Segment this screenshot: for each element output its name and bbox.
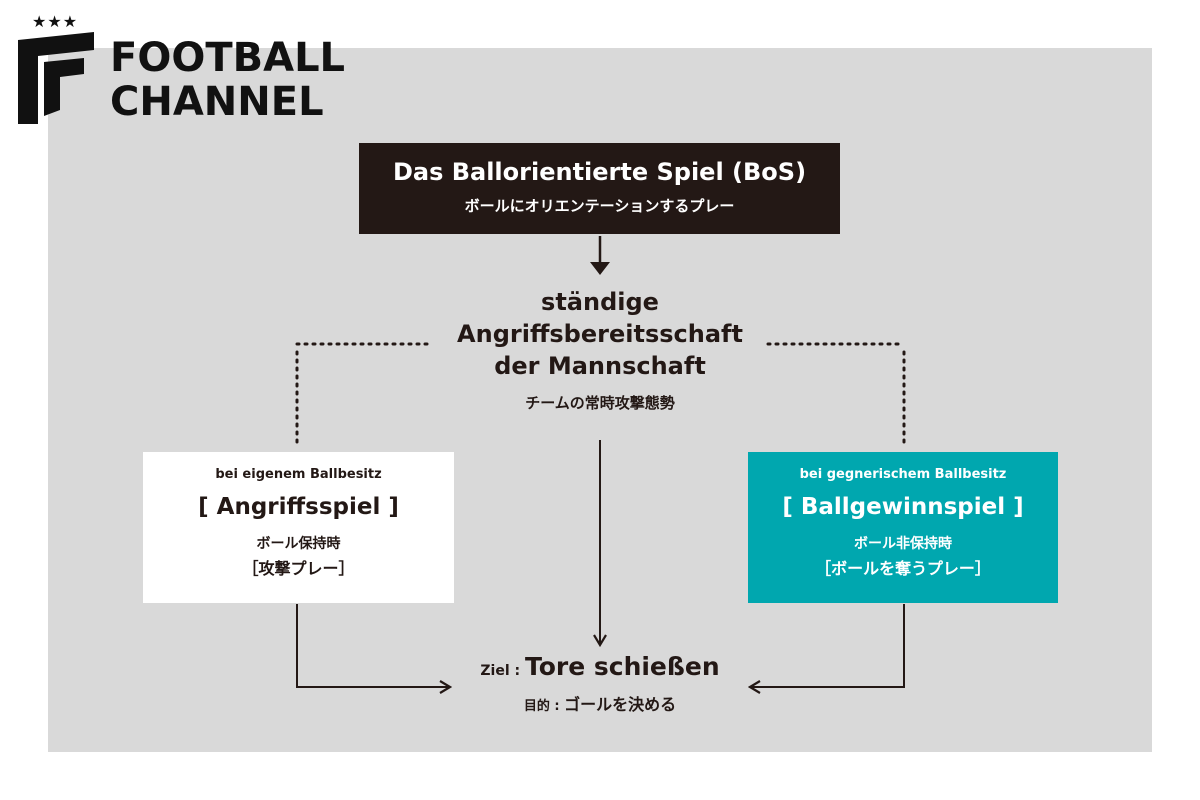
right-box-title: [ Ballgewinnspiel ] <box>782 494 1024 520</box>
top-box-title: Das Ballorientierte Spiel (BoS) <box>392 158 807 186</box>
center-line-2: Angriffsbereitsschaft <box>457 320 743 348</box>
arrow-left-to-goal <box>296 604 450 687</box>
left-box-jp1: ボール保持時 <box>256 536 341 552</box>
arrow-top-to-center-head <box>590 262 610 275</box>
center-subtitle: チームの常時攻撃態勢 <box>525 394 675 412</box>
logo-text-channel: CHANNEL <box>110 79 324 125</box>
goal-sub-main: ゴールを決める <box>564 695 677 714</box>
left-box-jp2: ［攻撃プレー］ <box>242 559 355 578</box>
center-line-1: ständige <box>541 288 659 316</box>
logo-stars: ★★★ <box>32 12 79 31</box>
logo-text-football: FOOTBALL <box>110 35 346 81</box>
goal-sub-prefix: 目的 : <box>523 699 565 714</box>
top-box-subtitle: ボールにオリエンテーションするプレー <box>464 197 735 215</box>
football-channel-logo: ★★★ FOOTBALL CHANNEL <box>18 12 398 124</box>
ballgewinnspiel-box: bei gegnerischem Ballbesitz [ Ballgewinn… <box>748 452 1058 603</box>
goal-prefix: Ziel : <box>480 663 525 679</box>
ballorientiertes-spiel-box: Das Ballorientierte Spiel (BoS) ボールにオリエン… <box>359 143 840 234</box>
goal-subtitle: 目的 : ゴールを決める <box>440 694 760 718</box>
right-box-jp2: ［ボールを奪うプレー］ <box>815 559 991 578</box>
angriffsspiel-box: bei eigenem Ballbesitz [ Angriffsspiel ]… <box>143 452 454 603</box>
goal-line: Ziel : Tore schießen <box>440 650 760 688</box>
right-box-small: bei gegnerischem Ballbesitz <box>799 467 1007 482</box>
center-line-3: der Mannschaft <box>494 352 706 380</box>
arrow-right-to-goal <box>750 604 905 687</box>
right-box-jp1: ボール非保持時 <box>854 536 952 552</box>
left-box-title: [ Angriffsspiel ] <box>198 494 399 520</box>
goal-main: Tore schießen <box>524 652 720 681</box>
center-attack-readiness: ständige Angriffsbereitsschaft der Manns… <box>400 286 800 414</box>
goal-block: Ziel : Tore schießen 目的 : ゴールを決める <box>440 650 760 718</box>
logo-mark-icon <box>18 32 94 124</box>
left-box-small: bei eigenem Ballbesitz <box>215 467 382 482</box>
